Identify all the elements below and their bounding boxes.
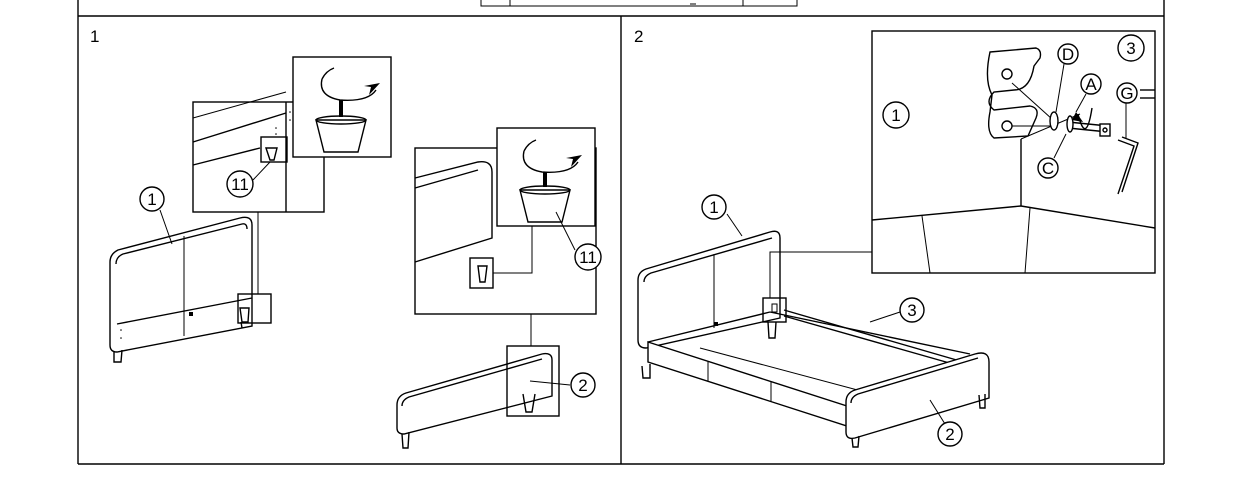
callout-rail-step2: 3	[907, 301, 916, 320]
footboard-step1: 2	[396, 345, 596, 449]
callout-detail-headboard: 1	[891, 106, 900, 125]
bed-leg-icon	[315, 119, 367, 153]
callout-leg-detail: 11	[231, 175, 249, 194]
allen-key-icon	[1117, 139, 1135, 195]
bracket-icon	[189, 312, 193, 316]
bed-leg-icon	[265, 147, 278, 161]
washer-icon	[1049, 111, 1059, 131]
callout-leg-zoom: 11	[579, 248, 597, 267]
callout-footboard-step1: 2	[578, 376, 587, 395]
assembled-bed: 1 3 2	[637, 194, 990, 448]
callout-footboard-step2: 2	[945, 425, 954, 444]
diagram-frame	[77, 0, 1165, 465]
step-2-panel: 2	[634, 27, 1156, 448]
bed-leg-icon	[519, 189, 571, 223]
footboard-corner-zoom: 11	[414, 127, 602, 346]
part-label-g: G	[1120, 84, 1133, 103]
part-label-a: A	[1085, 75, 1097, 94]
callout-detail-rail: 3	[1126, 39, 1135, 58]
part-label-c: C	[1042, 159, 1054, 178]
bracket-icon	[714, 322, 718, 326]
step-1-number: 1	[90, 27, 99, 46]
part-label-d: D	[1062, 45, 1074, 64]
hardware-detail-box: D A C G 1 3	[871, 30, 1156, 274]
step-2-number: 2	[634, 27, 643, 46]
rotate-leg-zoom-1	[292, 56, 392, 158]
headboard-step1: 1	[109, 186, 272, 363]
rotate-arrow-icon	[522, 150, 579, 173]
step-1-panel: 1 1	[90, 27, 602, 449]
callout-headboard-step2: 1	[709, 198, 718, 217]
callout-headboard-step1: 1	[147, 190, 156, 209]
